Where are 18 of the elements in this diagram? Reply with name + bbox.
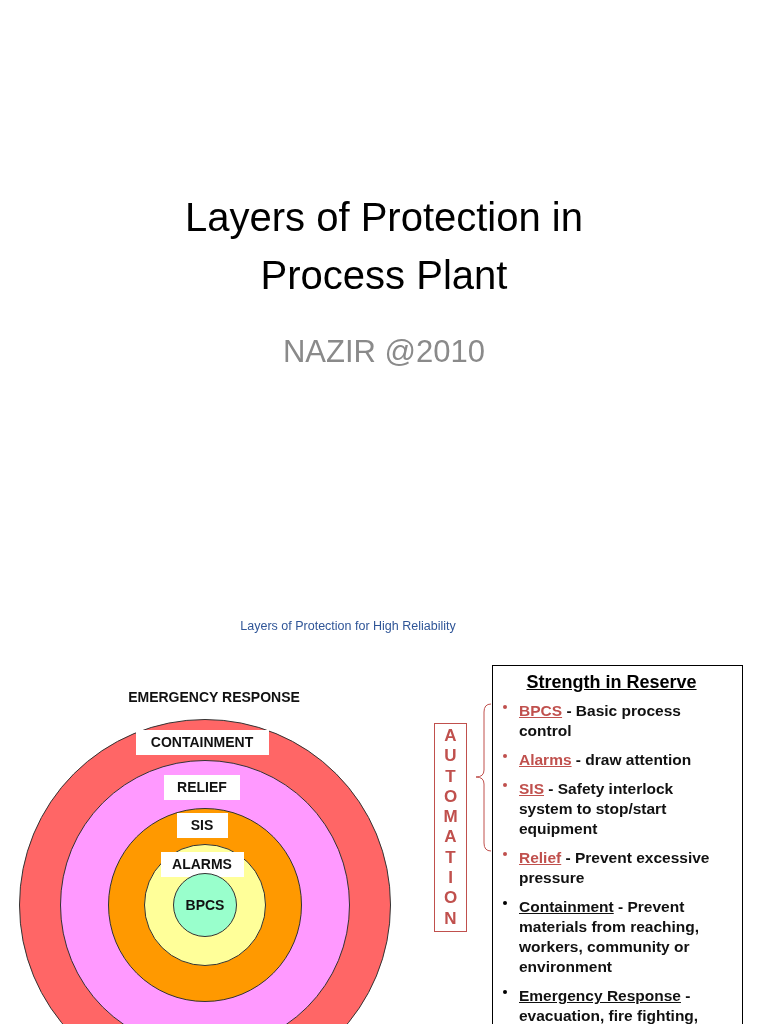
chart-caption: Layers of Protection for High Reliability [239, 619, 457, 633]
layer-label: EMERGENCY RESPONSE [127, 689, 301, 705]
bullet-text: SIS - Safety interlock system to stop/start equipment [493, 779, 730, 839]
bullet-text: Alarms - draw attention [493, 750, 730, 770]
layer-label: BPCS [184, 896, 226, 915]
bullet-text: BPCS - Basic process control [493, 701, 730, 741]
layer-label: RELIEF [164, 775, 240, 800]
bullet-text: Containment - Prevent materials from reaching, workers, community or environment [493, 897, 730, 977]
bullet-text: Emergency Response - evacuation, fire fighting, [493, 986, 730, 1024]
layer-label: ALARMS [160, 852, 244, 877]
subtitle: NAZIR @2010 [281, 334, 486, 370]
vertical-label: AUTOMATION [434, 723, 467, 932]
layer-label: CONTAINMENT [135, 730, 269, 755]
title: Layers of Protection in Process Plant [184, 194, 584, 299]
text-panel [492, 665, 743, 1024]
panel-heading: Strength in Reserve [525, 672, 698, 693]
bullet-text: Relief - Prevent excessive pressure [493, 848, 730, 888]
layer-label: SIS [176, 813, 228, 838]
